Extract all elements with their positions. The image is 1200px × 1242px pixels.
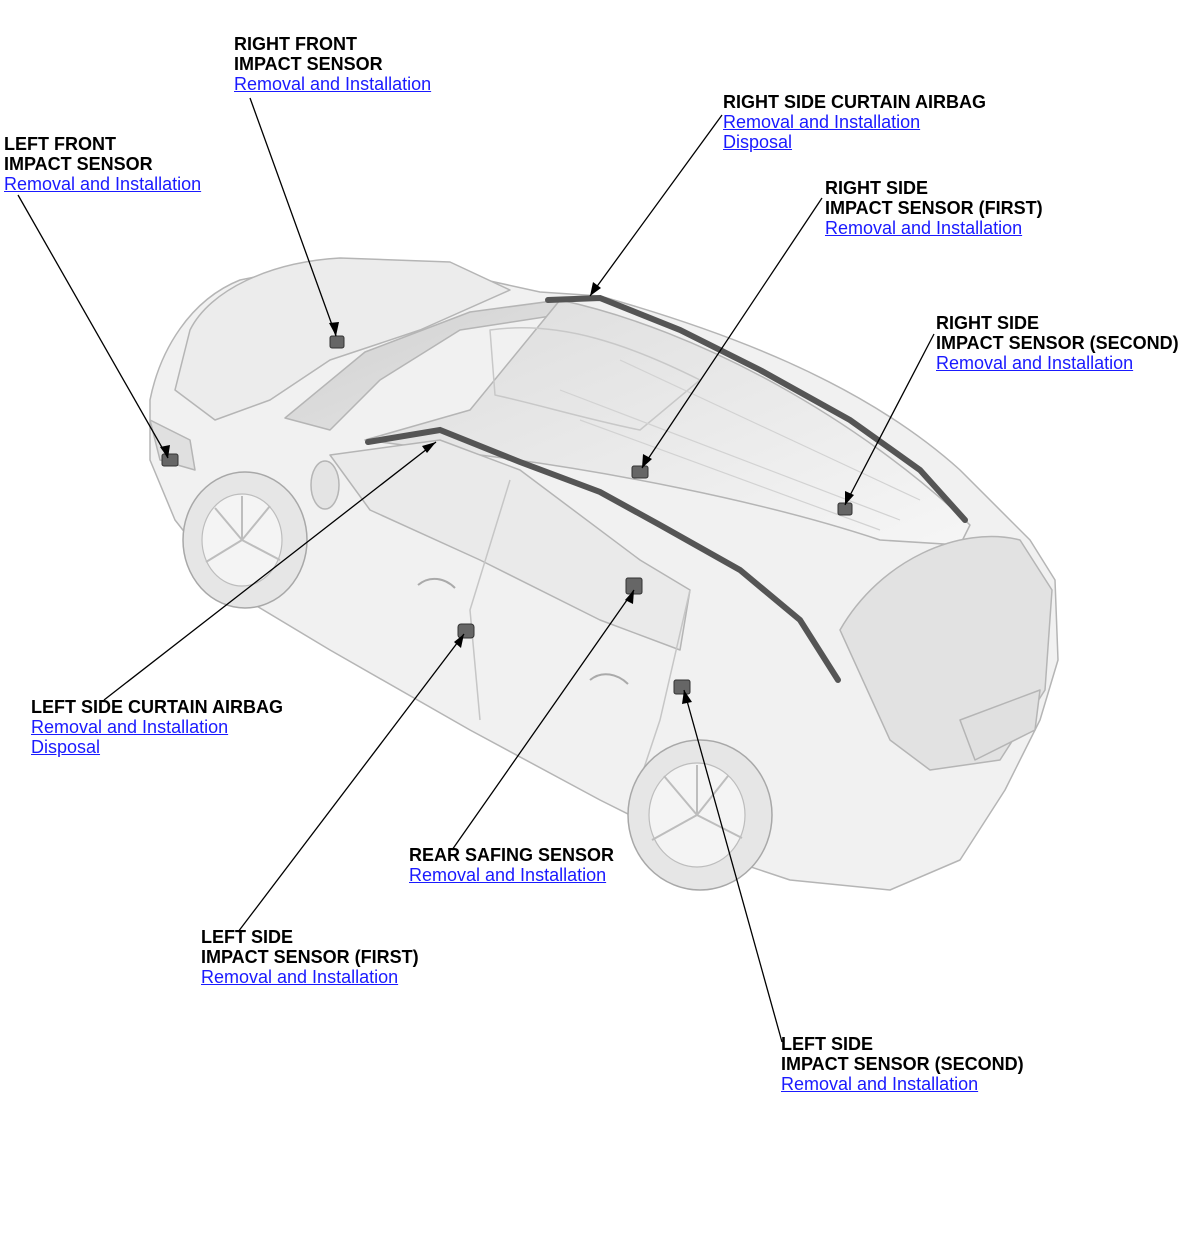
callout-title-line: LEFT SIDE — [781, 1034, 874, 1054]
leader-left-side-impact-sensor-first — [237, 633, 465, 933]
callout-title-line: RIGHT SIDE — [936, 313, 1040, 333]
car-roof — [364, 299, 971, 546]
roof-ribs — [559, 359, 921, 531]
callout-right-side-impact-sensor-second: RIGHT SIDE IMPACT SENSOR (SECOND) Remova… — [936, 313, 1179, 373]
right-side-curtain-airbag-shape — [545, 294, 968, 523]
disposal-link[interactable]: Disposal — [723, 132, 793, 152]
removal-installation-link[interactable]: Removal and Installation — [4, 174, 202, 194]
leader-left-side-curtain-airbag — [103, 441, 437, 701]
leader-right-side-impact-sensor-first — [641, 197, 823, 469]
callout-left-side-impact-sensor-second: LEFT SIDE IMPACT SENSOR (SECOND) Removal… — [781, 1034, 1024, 1094]
disposal-link[interactable]: Disposal — [31, 737, 101, 757]
removal-installation-link[interactable]: Removal and Installation — [781, 1074, 979, 1094]
removal-installation-link[interactable]: Removal and Installation — [31, 717, 229, 737]
tail-light — [959, 689, 1041, 761]
leader-left-side-impact-sensor-second — [683, 689, 783, 1043]
callout-title-line: LEFT SIDE — [201, 927, 294, 947]
callout-title-line: IMPACT SENSOR — [234, 54, 383, 74]
leader-right-front-impact-sensor — [249, 97, 337, 337]
leader-rear-safing-sensor — [451, 589, 635, 851]
car-door-seam — [469, 479, 511, 721]
side-mirror — [310, 460, 340, 510]
car-side-windows — [329, 439, 691, 651]
callout-title-line: LEFT FRONT — [4, 134, 116, 154]
removal-installation-link[interactable]: Removal and Installation — [936, 353, 1134, 373]
headlight — [149, 419, 196, 471]
sensors — [161, 335, 853, 695]
leader-right-side-impact-sensor-second — [844, 333, 935, 506]
car-door-seam-rear — [639, 589, 691, 781]
leader-left-front-impact-sensor — [17, 194, 169, 459]
callout-title-line: REAR SAFING SENSOR — [409, 845, 615, 865]
callout-title-line: IMPACT SENSOR (FIRST) — [825, 198, 1043, 218]
callout-title-line: IMPACT SENSOR — [4, 154, 153, 174]
left-side-impact-sensor-first-shape — [457, 623, 475, 639]
callout-left-side-curtain-airbag: LEFT SIDE CURTAIN AIRBAG Removal and Ins… — [31, 697, 283, 757]
rear-safing-sensor-shape — [625, 577, 643, 595]
removal-installation-link[interactable]: Removal and Installation — [723, 112, 921, 132]
front-wheel — [182, 471, 308, 609]
removal-installation-link[interactable]: Removal and Installation — [234, 74, 432, 94]
rear-wheel — [627, 739, 773, 891]
leader-right-side-curtain-airbag — [589, 114, 723, 297]
callout-right-front-impact-sensor: RIGHT FRONT IMPACT SENSOR Removal and In… — [234, 34, 431, 94]
left-side-curtain-airbag-shape — [365, 426, 841, 683]
leader-arrowheads — [160, 282, 854, 704]
callout-left-front-impact-sensor: LEFT FRONT IMPACT SENSOR Removal and Ins… — [4, 134, 201, 194]
wheels — [182, 471, 773, 891]
callout-right-side-impact-sensor-first: RIGHT SIDE IMPACT SENSOR (FIRST) Removal… — [825, 178, 1043, 238]
left-side-impact-sensor-second-shape — [673, 679, 691, 695]
removal-installation-link[interactable]: Removal and Installation — [825, 218, 1023, 238]
callout-right-side-curtain-airbag: RIGHT SIDE CURTAIN AIRBAG Removal and In… — [723, 92, 986, 152]
door-handle-rear — [589, 673, 629, 685]
callout-title-line: IMPACT SENSOR (SECOND) — [936, 333, 1179, 353]
car-illustration — [149, 257, 1059, 891]
right-side-impact-sensor-first-shape — [631, 465, 649, 479]
callout-title-line: LEFT SIDE CURTAIN AIRBAG — [31, 697, 283, 717]
left-front-impact-sensor-shape — [161, 453, 179, 467]
callout-left-side-impact-sensor-first: LEFT SIDE IMPACT SENSOR (FIRST) Removal … — [201, 927, 419, 987]
door-handle-front — [417, 577, 456, 589]
callout-title-line: RIGHT FRONT — [234, 34, 357, 54]
callout-title-line: IMPACT SENSOR (SECOND) — [781, 1054, 1024, 1074]
removal-installation-link[interactable]: Removal and Installation — [201, 967, 399, 987]
callout-rear-safing-sensor: REAR SAFING SENSOR Removal and Installat… — [409, 845, 614, 885]
callout-title-line: RIGHT SIDE — [825, 178, 929, 198]
right-front-impact-sensor-shape — [329, 335, 345, 349]
callout-title-line: IMPACT SENSOR (FIRST) — [201, 947, 419, 967]
callout-title-line: RIGHT SIDE CURTAIN AIRBAG — [723, 92, 986, 112]
removal-installation-link[interactable]: Removal and Installation — [409, 865, 607, 885]
leader-lines — [17, 97, 935, 1043]
